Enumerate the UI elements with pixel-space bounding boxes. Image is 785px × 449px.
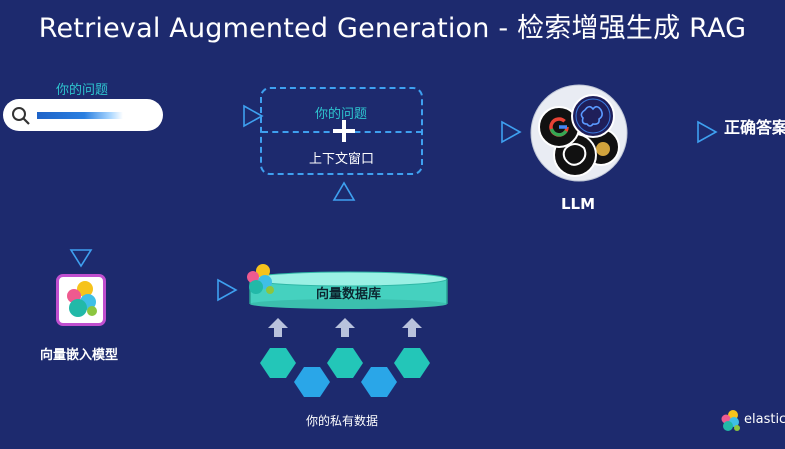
elastic-logo-icon — [247, 264, 274, 294]
arrowhead — [217, 278, 238, 302]
llm-label: LLM — [561, 195, 596, 213]
context-window-label: 上下文窗口 — [309, 152, 375, 167]
hexagon — [361, 367, 397, 397]
vector-database-label: 向量数据库 — [315, 287, 381, 302]
arrowhead — [697, 120, 718, 144]
up-arrow-icon — [268, 318, 288, 337]
hexagon — [394, 348, 430, 378]
private-data-hexagons — [260, 348, 430, 397]
elastic-logo-icon — [67, 281, 97, 317]
private-data-label: 你的私有数据 — [306, 414, 379, 428]
search-icon — [12, 107, 30, 125]
context-window-box — [260, 87, 423, 175]
page-title: Retrieval Augmented Generation - 检索增强生成 … — [38, 13, 747, 44]
arrowhead — [332, 181, 356, 201]
vector-database-cylinder — [249, 271, 448, 309]
arrowhead — [501, 120, 522, 144]
query-text-redacted — [37, 112, 123, 119]
hexagon — [260, 348, 296, 378]
arrowhead — [243, 104, 264, 128]
up-arrow-icon — [335, 318, 355, 337]
arrowhead — [69, 249, 93, 268]
embedding-model-label: 向量嵌入模型 — [40, 348, 119, 363]
embedding-model-card — [56, 274, 106, 326]
answer-label: 正确答案 — [724, 118, 785, 137]
context-question-label: 你的问题 — [315, 107, 368, 122]
brand-label: elastic — [744, 412, 785, 427]
question-label: 你的问题 — [56, 83, 109, 98]
elastic-logo-icon — [721, 410, 740, 431]
brain-logo-icon — [571, 94, 615, 138]
hexagon — [294, 367, 330, 397]
up-arrow-icon — [402, 318, 422, 337]
search-input[interactable] — [3, 99, 163, 131]
llm-logo-cluster — [530, 84, 628, 182]
hexagon — [327, 348, 363, 378]
data-upload-arrows — [268, 318, 422, 337]
plus-icon — [333, 120, 355, 142]
